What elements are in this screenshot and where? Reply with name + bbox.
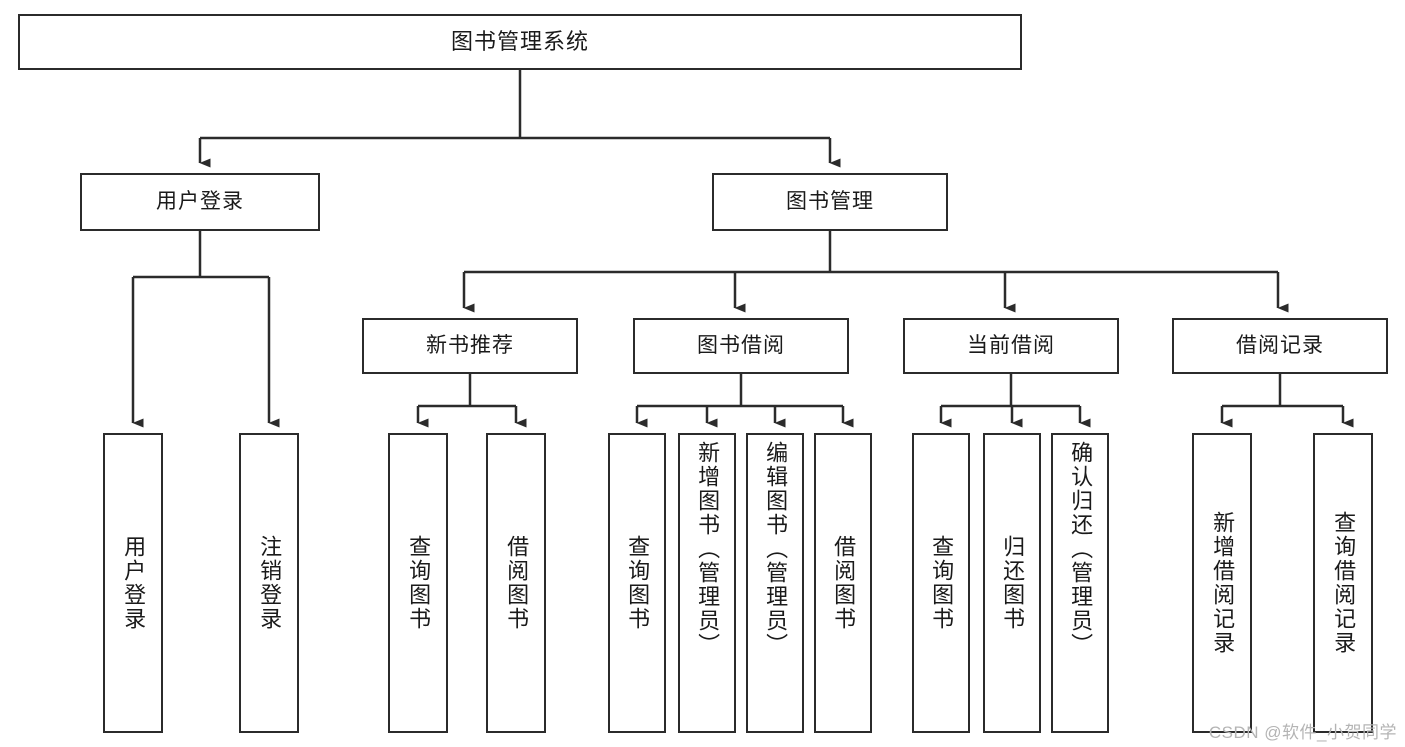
node-leaf-query-book-current[interactable]: 查询图书 <box>912 433 970 733</box>
node-leaf-query-borrow-record[interactable]: 查询借阅记录 <box>1313 433 1373 733</box>
node-current-borrow[interactable]: 当前借阅 <box>903 318 1119 374</box>
node-book-borrow[interactable]: 图书借阅 <box>633 318 849 374</box>
node-label-new-book-recommend: 新书推荐 <box>426 334 514 358</box>
node-label-leaf-query-book-recommend: 查询图书 <box>406 535 432 631</box>
node-label-leaf-confirm-return: 确认归还（管理员） <box>1068 441 1094 657</box>
node-leaf-borrow-book[interactable]: 借阅图书 <box>814 433 872 733</box>
node-leaf-user-login[interactable]: 用户登录 <box>103 433 163 733</box>
watermark-text: CSDN @软件_小贺同学 <box>1208 723 1397 742</box>
node-label-leaf-add-borrow-record: 新增借阅记录 <box>1210 511 1236 655</box>
node-label-book-borrow: 图书借阅 <box>697 334 785 358</box>
node-label-leaf-user-login: 用户登录 <box>121 535 147 631</box>
node-label-leaf-logout: 注销登录 <box>257 535 283 631</box>
node-leaf-add-book[interactable]: 新增图书（管理员） <box>678 433 736 733</box>
node-user-login[interactable]: 用户登录 <box>80 173 320 231</box>
node-label-root: 图书管理系统 <box>450 28 589 54</box>
node-root[interactable]: 图书管理系统 <box>18 14 1022 70</box>
node-leaf-add-borrow-record[interactable]: 新增借阅记录 <box>1192 433 1252 733</box>
node-leaf-borrow-book-recommend[interactable]: 借阅图书 <box>486 433 546 733</box>
node-leaf-return-book[interactable]: 归还图书 <box>983 433 1041 733</box>
node-label-leaf-add-book: 新增图书（管理员） <box>695 441 721 657</box>
node-leaf-edit-book[interactable]: 编辑图书（管理员） <box>746 433 804 733</box>
node-leaf-confirm-return[interactable]: 确认归还（管理员） <box>1051 433 1109 733</box>
node-label-user-login: 用户登录 <box>156 190 244 214</box>
node-label-leaf-borrow-book-recommend: 借阅图书 <box>504 535 530 631</box>
node-label-leaf-borrow-book: 借阅图书 <box>831 535 857 631</box>
node-label-leaf-return-book: 归还图书 <box>1000 535 1026 631</box>
node-label-leaf-query-book-current: 查询图书 <box>929 535 955 631</box>
node-leaf-logout[interactable]: 注销登录 <box>239 433 299 733</box>
node-label-leaf-query-borrow-record: 查询借阅记录 <box>1331 511 1357 655</box>
node-label-current-borrow: 当前借阅 <box>967 334 1055 358</box>
node-label-leaf-edit-book: 编辑图书（管理员） <box>763 441 789 657</box>
node-leaf-query-book-borrow[interactable]: 查询图书 <box>608 433 666 733</box>
node-label-borrow-record: 借阅记录 <box>1236 334 1324 358</box>
node-label-book-manage: 图书管理 <box>786 190 874 214</box>
node-leaf-query-book-recommend[interactable]: 查询图书 <box>388 433 448 733</box>
node-book-manage[interactable]: 图书管理 <box>712 173 948 231</box>
node-new-book-recommend[interactable]: 新书推荐 <box>362 318 578 374</box>
node-label-leaf-query-book-borrow: 查询图书 <box>625 535 651 631</box>
node-borrow-record[interactable]: 借阅记录 <box>1172 318 1388 374</box>
